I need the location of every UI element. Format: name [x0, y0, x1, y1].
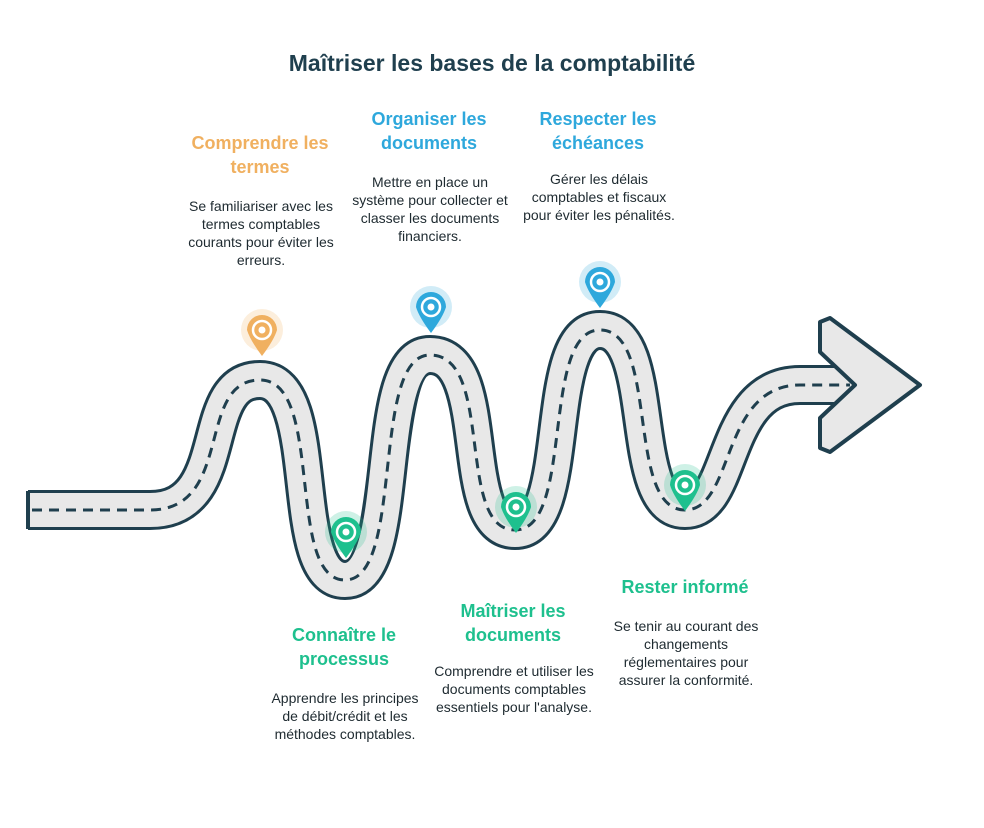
step-2-location-pin-icon	[325, 511, 367, 558]
step-1-location-pin-icon	[241, 309, 283, 356]
step-2-description: Apprendre les principes de débit/crédit …	[271, 690, 419, 742]
step-6-description: Se tenir au courant des changements régl…	[613, 618, 759, 688]
step-3-location-pin-icon	[410, 286, 452, 333]
step-5-description: Gérer les délais comptables et fiscaux p…	[523, 171, 675, 223]
step-5-title: Respecter les échéances	[539, 109, 657, 153]
step-4-location-pin-icon	[495, 486, 537, 533]
arrow-head	[818, 316, 922, 454]
step-1-title: Comprendre les termes	[191, 133, 329, 177]
step-6-title: Rester informé	[621, 577, 749, 597]
road-center-line	[32, 328, 850, 582]
step-1-description: Se familiariser avec les termes comptabl…	[188, 198, 334, 268]
step-2-title: Connaître le processus	[291, 625, 397, 669]
road-surface	[28, 313, 870, 597]
step-3-description: Mettre en place un système pour collecte…	[352, 174, 508, 244]
step-5-location-pin-icon	[579, 261, 621, 308]
step-6-location-pin-icon	[664, 464, 706, 511]
step-3-title: Organiser les documents	[371, 109, 487, 153]
step-4-description: Comprendre et utiliser les documents com…	[434, 663, 594, 715]
step-4-title: Maîtriser les documents	[460, 601, 566, 645]
page-title: Maîtriser les bases de la comptabilité	[288, 50, 696, 76]
